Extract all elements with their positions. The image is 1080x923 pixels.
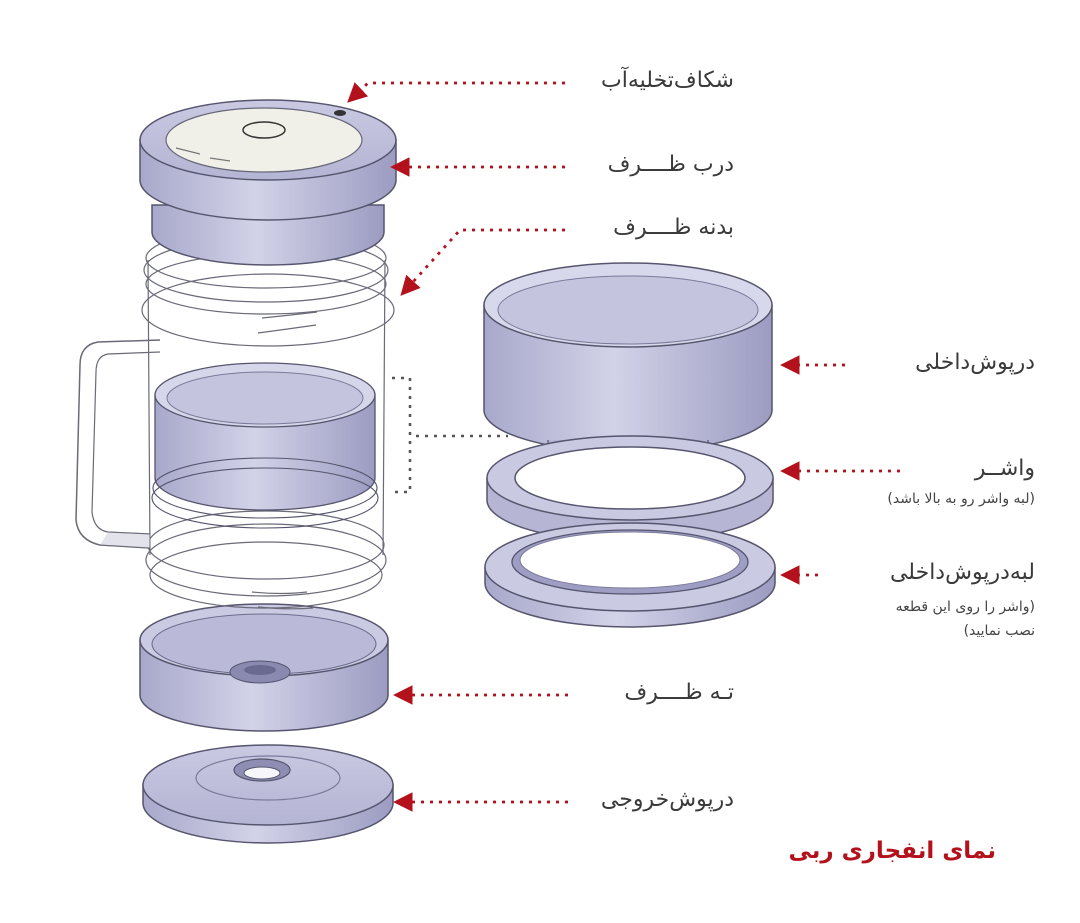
diagram-caption: نمای انفجاری ربی bbox=[788, 838, 996, 864]
label-container-bottom: تـه ظــــرف bbox=[624, 680, 734, 705]
label-washer: واشــر bbox=[974, 456, 1035, 481]
label-inner-cap-rim-note-line-1: (واشر را روی این قطعه bbox=[895, 599, 1035, 615]
label-inner-cap-rim: لبه‌درپوش‌داخلی bbox=[889, 560, 1035, 585]
label-washer-note: (لبه واشر رو به بالا باشد) bbox=[887, 491, 1035, 507]
label-outlet-cap: درپوش‌خروجی bbox=[600, 787, 734, 812]
inner-cap-part bbox=[483, 262, 773, 471]
label-inner-cap: درپوش‌داخلی bbox=[915, 350, 1035, 375]
label-lid: درب ظــــرف bbox=[607, 152, 734, 177]
container-bottom-part bbox=[139, 603, 389, 732]
inner-cap-in-jar bbox=[151, 362, 379, 529]
lid-part bbox=[139, 99, 397, 266]
leader-lines bbox=[347, 81, 900, 812]
washer-part bbox=[486, 435, 774, 543]
outlet-cap-part bbox=[142, 744, 394, 844]
label-inner-cap-rim-note-line-2: نصب نمایید) bbox=[963, 623, 1035, 639]
leader-drain bbox=[347, 81, 565, 103]
label-jar-body: بدنه ظــــرف bbox=[613, 215, 734, 240]
label-drain-slot: شکاف‌تخلیه‌آب bbox=[601, 68, 734, 93]
bracket-connector bbox=[392, 376, 508, 494]
inner-cap-rim-part bbox=[484, 522, 776, 628]
